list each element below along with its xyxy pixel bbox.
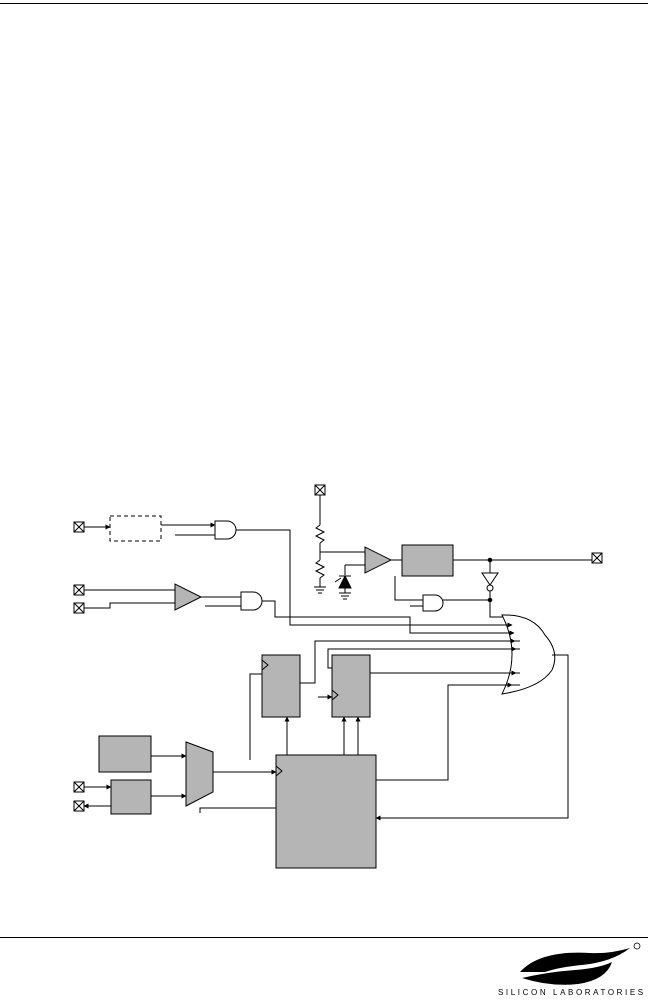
zener-diode-reference [334,574,352,589]
comparator-1 [174,583,203,611]
resistor-top [314,524,326,544]
ground-symbol-2 [339,592,351,600]
vdd-monitor-block [401,544,454,577]
header-rule [0,3,648,4]
pin-xtal2 [73,800,85,812]
clock-mux [185,741,214,807]
pin-vdd [314,484,326,496]
reset-or-gate [501,614,556,695]
clock-source-block [98,735,152,773]
silicon-labs-logo [520,942,641,985]
and-gate-1 [214,520,237,540]
and-gate-2 [240,591,263,611]
dashed-filter-block [109,515,162,542]
resistor-bottom [314,559,326,579]
ground-symbol-1 [314,586,326,594]
vdd-comparator [364,546,393,574]
pin-reset-output [591,552,603,564]
cpu-core-block [275,754,377,869]
external-oscillator-block [110,779,152,815]
inverter-bubble [486,584,494,592]
flip-flop-2 [331,654,371,718]
buffer-gate [481,572,499,586]
pin-reset-input-1 [73,521,85,533]
and-gate-3 [422,594,444,612]
pin-reset-input-3 [73,602,85,614]
footer-rule [0,937,648,938]
pin-reset-input-2 [73,584,85,596]
pin-xtal1 [73,781,85,793]
silicon-labs-logo-text: SILICON LABORATORIES [498,988,646,997]
